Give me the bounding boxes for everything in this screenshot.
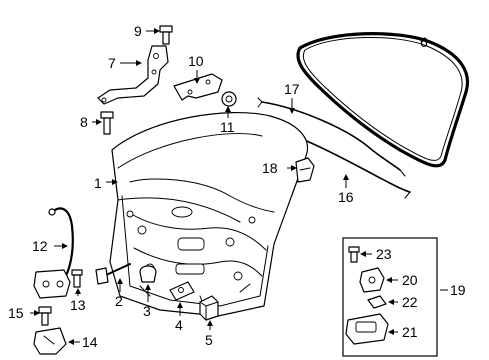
callout-13: 13: [70, 297, 86, 313]
callout-6: 6: [420, 34, 428, 50]
callout-5: 5: [205, 332, 213, 348]
callout-20: 20: [402, 272, 418, 288]
callout-9: 9: [134, 23, 142, 39]
bumper-5: [199, 295, 219, 321]
stay-rod: [95, 263, 131, 285]
striker: [33, 327, 67, 355]
lamp-socket-20: [359, 267, 385, 293]
hinge-bracket: [173, 73, 223, 101]
bolt-13: [71, 269, 83, 288]
callout-8: 8: [80, 114, 88, 130]
gasket-22: [367, 295, 387, 309]
callout-11: 11: [220, 119, 235, 135]
trunk-hinge: [97, 45, 169, 105]
license-lamp-21: [345, 313, 389, 345]
arrowheads: [34, 28, 394, 345]
trunk-lid: [109, 111, 308, 317]
latch-actuator: [33, 269, 71, 299]
callout-labels: 1 2 3 4 5 6 7 8 9 10 11 12 13 14 15 16 1…: [8, 23, 466, 350]
callout-22: 22: [402, 294, 418, 310]
bolt-9: [159, 25, 173, 45]
callout-21: 21: [402, 324, 418, 340]
cushion: [169, 281, 195, 301]
callout-17: 17: [284, 81, 300, 97]
callout-4: 4: [175, 317, 183, 333]
license-lamp-group-box: [342, 237, 438, 357]
callout-23: 23: [376, 246, 392, 262]
callout-18: 18: [262, 160, 278, 176]
bumper-stopper: [295, 157, 315, 183]
weatherstrip-seal: [296, 32, 469, 168]
callout-14: 14: [82, 334, 98, 350]
bolt-15: [38, 306, 52, 326]
nut-11: [221, 91, 237, 107]
callout-3: 3: [143, 303, 151, 319]
callout-1: 1: [94, 175, 102, 191]
callout-16: 16: [338, 189, 354, 205]
grommet: [139, 265, 157, 283]
callout-10: 10: [188, 53, 204, 69]
callout-2: 2: [115, 293, 123, 309]
callout-12: 12: [32, 238, 48, 254]
screw-23: [348, 246, 360, 263]
callout-15: 15: [8, 305, 24, 321]
bolt-8: [100, 111, 114, 135]
release-cable: [48, 207, 74, 278]
callout-7: 7: [108, 55, 116, 71]
callout-19: 19: [450, 282, 466, 298]
